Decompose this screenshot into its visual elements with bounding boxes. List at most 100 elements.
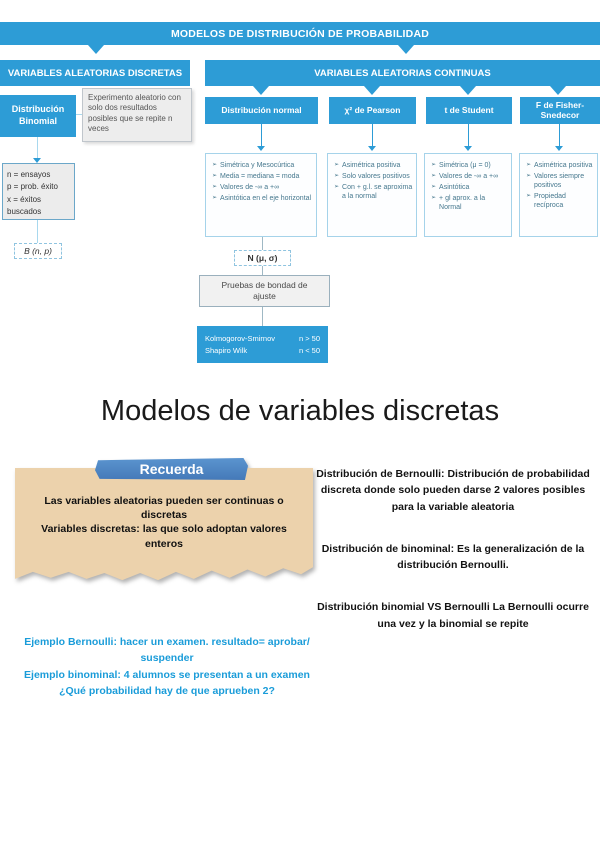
chi-square-label: χ² de Pearson	[344, 104, 401, 115]
list-item: ➢Valores de -∞ a +∞	[431, 173, 499, 181]
binomial-label: Distribución Binomial	[11, 104, 65, 126]
binomial-vs-bernoulli: Distribución binomial VS Bernoulli La Be…	[317, 601, 589, 630]
recuerda-ribbon: Recuerda	[95, 458, 248, 480]
connector-triangle	[88, 45, 104, 54]
binomial-notation: B (n, p)	[24, 246, 52, 256]
bullet-arrow-icon: ➢	[526, 193, 532, 200]
table-row: Kolmogorov-Smirnov n > 50	[205, 334, 320, 343]
goodness-of-fit-label: Pruebas de bondad de ajuste	[221, 279, 308, 301]
discrete-header-bar: VARIABLES ALEATORIAS DISCRETAS	[0, 60, 190, 86]
arrow-down-icon	[257, 146, 265, 151]
bullet-arrow-icon: ➢	[431, 173, 437, 180]
binomial-experiment-note: Experimento aleatorio con solo dos resul…	[82, 88, 192, 142]
param-p: p = prob. éxito	[7, 182, 58, 192]
binomial-distribution-box: Distribución Binomial	[0, 95, 76, 137]
fisher-properties-box: ➢Asimétrica positiva ➢Valores siempre po…	[519, 153, 598, 237]
list-item: ➢Asimétrica positiva	[526, 162, 593, 169]
diagram-title: MODELOS DE DISTRIBUCIÓN DE PROBABILIDAD	[170, 27, 430, 40]
list-item: ➢Media = mediana = moda	[212, 173, 300, 181]
bullet-arrow-icon: ➢	[334, 173, 340, 180]
t-student-box: t de Student	[426, 97, 512, 124]
param-x: x = éxitos buscados	[7, 194, 42, 217]
recuerda-note: Las variables aleatorias pueden ser cont…	[15, 458, 313, 586]
normal-notation-box: N (μ, σ)	[234, 250, 291, 266]
arrow-down-icon	[368, 146, 376, 151]
examples-block: Ejemplo Bernoulli: hacer un examen. resu…	[18, 634, 316, 699]
t-student-properties-box: ➢Simétrica (μ = 0) ➢Valores de -∞ a +∞ ➢…	[424, 153, 512, 237]
discrete-header-label: VARIABLES ALEATORIAS DISCRETAS	[7, 67, 183, 79]
t-student-label: t de Student	[444, 104, 494, 115]
connector-line	[559, 124, 560, 146]
connector-line	[262, 307, 263, 326]
bullet-arrow-icon: ➢	[526, 162, 532, 168]
binomial-example: Ejemplo binominal: 4 alumnos se presenta…	[24, 668, 310, 697]
recuerda-line-2: Variables discretas: las que solo adopta…	[41, 523, 287, 550]
connector-triangle	[253, 86, 269, 95]
bullet-arrow-icon: ➢	[212, 195, 218, 202]
bernoulli-definition: Distribución de Bernoulli: Distribución …	[316, 468, 590, 513]
normal-notation: N (μ, σ)	[247, 253, 278, 263]
list-item: ➢Propiedad recíproca	[526, 193, 566, 210]
connector-triangle	[550, 86, 566, 95]
bullet-arrow-icon: ➢	[212, 162, 218, 168]
normal-properties-box: ➢Simétrica y Mesocúrtica ➢Media = median…	[205, 153, 317, 237]
arrow-down-icon	[555, 146, 563, 151]
list-item: ➢Solo valores positivos	[334, 173, 410, 181]
bullet-arrow-icon: ➢	[212, 184, 218, 191]
chi-square-properties-box: ➢Asimétrica positiva ➢Solo valores posit…	[327, 153, 417, 237]
test-condition: n > 50	[298, 334, 320, 343]
bullet-arrow-icon: ➢	[334, 184, 340, 191]
param-n: n = ensayos	[7, 170, 51, 179]
normal-distribution-box: Distribución normal	[205, 97, 318, 124]
fisher-label: F de Fisher-Snedecor	[535, 99, 585, 120]
normality-tests-box: Kolmogorov-Smirnov n > 50 Shapiro Wilk n…	[197, 326, 328, 363]
list-item: ➢Asintótica en el eje horizontal	[212, 195, 312, 203]
binomial-definition: Distribución de binominal: Es la general…	[321, 542, 585, 572]
bernoulli-example: Ejemplo Bernoulli: hacer un examen. resu…	[24, 636, 310, 665]
connector-line	[372, 124, 373, 146]
continuous-header-label: VARIABLES ALEATORIAS CONTINUAS	[314, 67, 491, 79]
list-item: ➢Simétrica (μ = 0)	[431, 162, 491, 169]
binomial-note-text: Experimento aleatorio con solo dos resul…	[88, 93, 181, 134]
bullet-arrow-icon: ➢	[334, 162, 340, 168]
bullet-arrow-icon: ➢	[431, 195, 437, 202]
connector-line	[37, 220, 38, 243]
recuerda-line-1: Las variables aleatorias pueden ser cont…	[44, 495, 284, 522]
test-name: Kolmogorov-Smirnov	[205, 334, 276, 343]
connector-triangle	[398, 45, 414, 54]
connector-line	[261, 124, 262, 146]
connector-line	[76, 114, 82, 115]
bullet-arrow-icon: ➢	[431, 162, 437, 168]
binomial-notation-box: B (n, p)	[14, 243, 62, 259]
connector-line	[262, 237, 263, 250]
diagram-title-bar: MODELOS DE DISTRIBUCIÓN DE PROBABILIDAD	[0, 22, 600, 45]
arrow-down-icon	[33, 158, 41, 163]
table-row: Shapiro Wilk n < 50	[205, 346, 320, 355]
recuerda-ribbon-label: Recuerda	[139, 461, 204, 477]
connector-line	[262, 266, 263, 275]
test-condition: n < 50	[298, 346, 320, 355]
list-item: ➢Asintótica	[431, 184, 470, 192]
list-item: ➢Valores de -∞ a +∞	[212, 184, 280, 192]
list-item: ➢Asimétrica positiva	[334, 162, 401, 169]
goodness-of-fit-box: Pruebas de bondad de ajuste	[199, 275, 330, 307]
bullet-arrow-icon: ➢	[431, 184, 437, 191]
list-item: ➢Valores siempre positivos	[526, 173, 585, 190]
definitions-block: Distribución de Bernoulli: Distribución …	[313, 466, 593, 658]
chi-square-box: χ² de Pearson	[329, 97, 416, 124]
list-item: ➢+ gl aprox. a la Normal	[431, 195, 486, 212]
continuous-header-bar: VARIABLES ALEATORIAS CONTINUAS	[205, 60, 600, 86]
list-item: ➢Simétrica y Mesocúrtica	[212, 162, 295, 169]
connector-line	[468, 124, 469, 146]
bullet-arrow-icon: ➢	[526, 173, 532, 180]
arrow-down-icon	[464, 146, 472, 151]
fisher-snedecor-box: F de Fisher-Snedecor	[520, 97, 600, 124]
connector-triangle	[460, 86, 476, 95]
bullet-arrow-icon: ➢	[212, 173, 218, 180]
page-title: Modelos de variables discretas	[100, 395, 500, 427]
recuerda-note-paper: Las variables aleatorias pueden ser cont…	[15, 468, 313, 581]
connector-triangle	[364, 86, 380, 95]
connector-line	[37, 137, 38, 158]
binomial-params-box: n = ensayos p = prob. éxito x = éxitos b…	[2, 163, 75, 220]
